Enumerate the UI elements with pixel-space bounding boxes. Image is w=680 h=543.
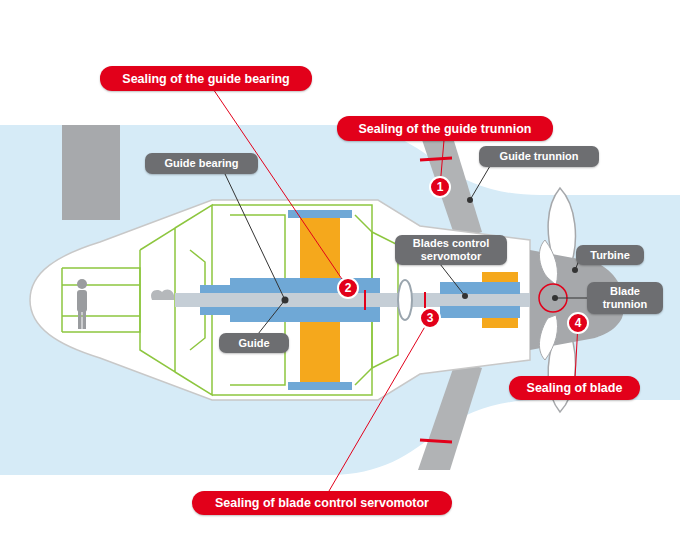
leader-line xyxy=(470,166,490,200)
leader-line xyxy=(225,174,285,300)
shaft-end xyxy=(151,290,174,300)
frame-line xyxy=(140,228,175,372)
guide-vane xyxy=(418,128,482,240)
leader-dot xyxy=(572,267,578,273)
part-label: Turbine xyxy=(576,245,644,265)
frame-line xyxy=(62,268,140,332)
seal-mark xyxy=(420,158,452,160)
person-leg xyxy=(78,311,82,329)
label-text: Sealing of blade xyxy=(527,381,623,395)
label-text: 2 xyxy=(345,281,352,295)
label-text: Guide xyxy=(238,337,269,350)
seal-mark xyxy=(424,292,426,308)
label-text: Sealing of blade control servomotor xyxy=(215,496,429,510)
label-text: Guide trunnion xyxy=(500,150,579,163)
leader-line xyxy=(555,298,590,299)
servomotor-part xyxy=(482,272,518,282)
leader-connector xyxy=(214,91,341,279)
support-pillar xyxy=(62,125,120,220)
main-shaft xyxy=(175,293,540,307)
seal-mark xyxy=(364,290,366,310)
person-leg xyxy=(83,311,87,329)
leader-connector xyxy=(329,327,424,491)
runner-blade xyxy=(539,315,557,360)
label-text: 1 xyxy=(437,180,444,194)
label-text: Sealing of the guide trunnion xyxy=(359,122,532,136)
leader-dot xyxy=(462,293,468,299)
guide-vane xyxy=(418,360,482,470)
frame-line xyxy=(61,268,63,332)
label-text: Blades control servomotor xyxy=(401,237,501,263)
callout-label: Sealing of the guide bearing xyxy=(100,66,312,91)
callout-number: 1 xyxy=(429,176,451,198)
runner-blade xyxy=(539,240,557,285)
label-text: 3 xyxy=(427,311,434,325)
leader-lines xyxy=(225,166,590,334)
person-figure xyxy=(77,279,87,329)
servo-rod xyxy=(440,294,540,306)
part-label: Guide bearing xyxy=(145,153,258,174)
water-channel xyxy=(0,125,680,475)
callout-number: 4 xyxy=(567,312,589,334)
leader-dot xyxy=(282,297,289,304)
frame-line xyxy=(62,315,140,317)
callout-label: Sealing of blade control servomotor xyxy=(192,491,452,515)
part-label: Guide trunnion xyxy=(479,146,599,167)
leader-connector xyxy=(575,334,577,376)
label-text: Guide bearing xyxy=(165,157,239,170)
leader-dot xyxy=(467,197,473,203)
part-label: Guide xyxy=(219,333,289,353)
label-text: Sealing of the guide bearing xyxy=(122,72,289,86)
leader-line xyxy=(440,264,465,296)
label-text: Turbine xyxy=(590,249,630,262)
part-label: Blades control servomotor xyxy=(395,235,507,265)
generator-cap xyxy=(288,382,352,390)
callout-label: Sealing of blade xyxy=(509,376,640,400)
callout-label: Sealing of the guide trunnion xyxy=(337,116,553,141)
person-head xyxy=(77,279,87,289)
leader-dots xyxy=(282,197,579,304)
person-body xyxy=(77,290,87,312)
callout-number: 2 xyxy=(337,277,359,299)
leader-connector xyxy=(441,141,444,176)
label-text: 4 xyxy=(575,316,582,330)
leader-dot xyxy=(552,295,558,301)
servomotor-part xyxy=(482,318,518,328)
coupling-disc xyxy=(398,280,412,320)
seal-mark xyxy=(420,440,452,442)
leader-line xyxy=(258,300,285,334)
frame-line xyxy=(62,284,140,286)
part-label: Blade trunnion xyxy=(587,282,663,314)
label-text: Blade trunnion xyxy=(593,285,657,311)
callout-number: 3 xyxy=(419,307,441,329)
